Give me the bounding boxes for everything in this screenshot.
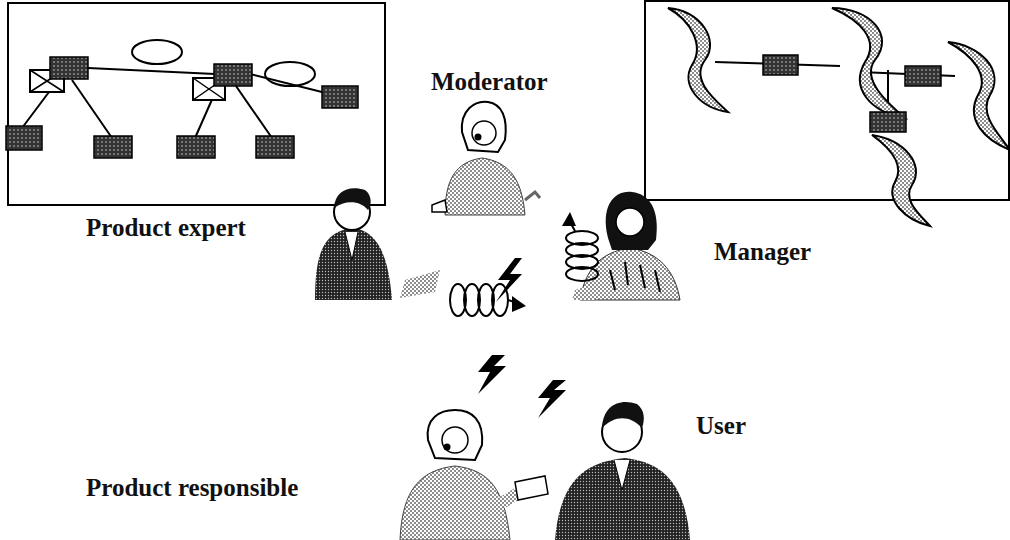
moderator-figure xyxy=(432,102,540,215)
wave-band xyxy=(668,8,1010,226)
panel-frame xyxy=(8,3,385,205)
tree-ellipse xyxy=(132,40,182,64)
flow-boxes xyxy=(763,55,941,132)
product-expert-figure xyxy=(315,188,440,300)
exchange-spiral xyxy=(450,284,520,316)
exchange-spiral xyxy=(566,222,598,281)
panel-frame xyxy=(645,1,1009,200)
user-figure xyxy=(515,402,690,540)
spiral-arrowhead xyxy=(562,212,576,226)
tree-boxes xyxy=(6,57,358,158)
tree-ellipse xyxy=(265,62,315,86)
role-label: Product responsible xyxy=(86,474,298,502)
flow-lines xyxy=(715,62,955,112)
role-label: User xyxy=(696,412,746,440)
spiral-arrowhead xyxy=(512,296,526,312)
manager-figure xyxy=(572,192,680,300)
tree-panel xyxy=(6,3,385,205)
role-label: Manager xyxy=(714,238,811,266)
role-label: Moderator xyxy=(431,68,548,96)
product-responsible-figure xyxy=(400,410,522,540)
role-label: Product expert xyxy=(86,214,246,242)
flow-panel xyxy=(645,1,1010,226)
conflict-bolt xyxy=(478,258,566,418)
